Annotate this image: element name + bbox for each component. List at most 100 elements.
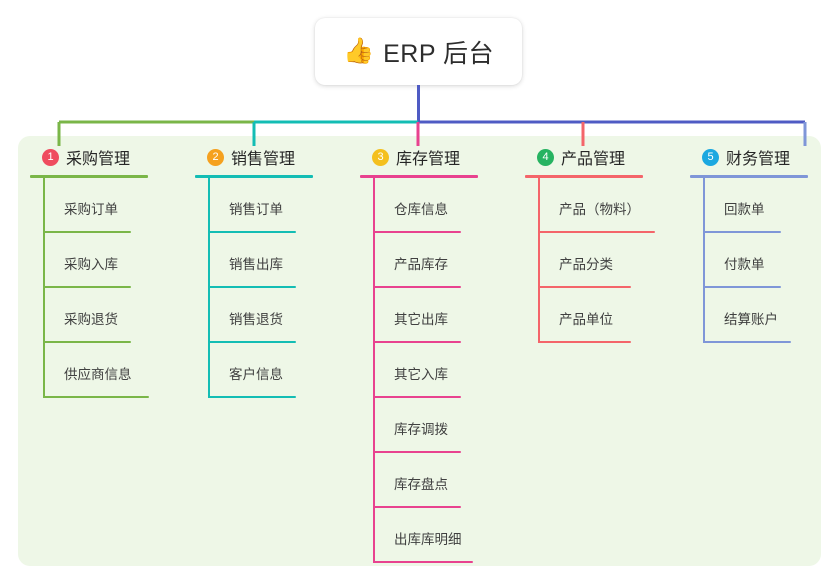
branch-child-label: 库存盘点 xyxy=(394,477,448,492)
branch-child-label: 客户信息 xyxy=(229,367,283,382)
branch-child-label: 产品分类 xyxy=(559,257,613,272)
branch-child-label: 付款单 xyxy=(724,257,765,272)
branch-child-label: 供应商信息 xyxy=(64,367,132,382)
branch-child-label: 销售退货 xyxy=(229,312,283,327)
branch-child-item[interactable]: 采购订单 xyxy=(30,178,148,233)
branch-child-item[interactable]: 出库库明细 xyxy=(360,508,478,563)
branch-underline xyxy=(360,175,478,178)
branch-child-label: 库存调拨 xyxy=(394,422,448,437)
branch-child-item[interactable]: 付款单 xyxy=(690,233,808,288)
branch-child-underline xyxy=(538,231,655,233)
branch-child-label: 其它出库 xyxy=(394,312,448,327)
branches-panel xyxy=(18,136,821,566)
branch-child-underline xyxy=(703,231,781,233)
branch-child-item[interactable]: 供应商信息 xyxy=(30,343,149,398)
branch-child-item[interactable]: 结算账户 xyxy=(690,288,808,343)
branch-child-underline xyxy=(373,506,461,508)
branch-child-underline xyxy=(373,451,461,453)
branch-child-label: 结算账户 xyxy=(724,312,778,327)
branch-number-badge: 4 xyxy=(537,148,554,166)
branch-header[interactable]: 4 产品管理 xyxy=(525,146,643,168)
branch-child-underline xyxy=(373,286,461,288)
branch-child-label: 产品单位 xyxy=(559,312,613,327)
thumbs-up-icon: 👍 xyxy=(342,37,375,65)
branch-child-underline xyxy=(703,286,781,288)
branch-child-label: 仓库信息 xyxy=(394,202,448,217)
branch-child-label: 产品库存 xyxy=(394,257,448,272)
branch-children: 仓库信息产品库存其它出库其它入库库存调拨库存盘点出库库明细 xyxy=(360,178,478,563)
branch-child-label: 其它入库 xyxy=(394,367,448,382)
branch-child-item[interactable]: 采购退货 xyxy=(30,288,148,343)
branch-column: 2 销售管理销售订单销售出库销售退货客户信息 xyxy=(195,146,313,398)
branch-child-underline xyxy=(538,286,631,288)
branch-column: 4 产品管理产品（物料） 产品分类产品单位 xyxy=(525,146,655,343)
branch-child-underline xyxy=(373,561,473,563)
branch-number-badge: 5 xyxy=(702,148,719,166)
branch-child-underline xyxy=(208,341,296,343)
branch-label: 销售管理 xyxy=(231,151,296,168)
branch-children: 采购订单采购入库采购退货供应商信息 xyxy=(30,178,149,398)
branch-child-item[interactable]: 回款单 xyxy=(690,178,808,233)
branch-child-underline xyxy=(373,341,461,343)
branch-number-badge: 3 xyxy=(372,148,389,166)
branch-child-underline xyxy=(538,341,631,343)
branch-child-item[interactable]: 产品（物料） xyxy=(525,178,655,233)
branch-child-label: 出库库明细 xyxy=(394,532,462,547)
branch-label: 财务管理 xyxy=(726,151,791,168)
branch-child-underline xyxy=(208,231,296,233)
branch-column: 1 采购管理采购订单采购入库采购退货供应商信息 xyxy=(30,146,149,398)
branch-number-badge: 2 xyxy=(207,148,224,166)
branch-child-item[interactable]: 采购入库 xyxy=(30,233,148,288)
branch-child-label: 回款单 xyxy=(724,202,765,217)
branch-children: 产品（物料） 产品分类产品单位 xyxy=(525,178,655,343)
branch-child-underline xyxy=(373,396,461,398)
branch-child-underline xyxy=(373,231,461,233)
branch-header[interactable]: 5 财务管理 xyxy=(690,146,808,168)
branch-spine xyxy=(703,178,705,343)
branch-child-label: 销售出库 xyxy=(229,257,283,272)
branch-child-item[interactable]: 销售出库 xyxy=(195,233,313,288)
branch-child-item[interactable]: 其它入库 xyxy=(360,343,478,398)
branch-header[interactable]: 3 库存管理 xyxy=(360,146,478,168)
branch-child-label: 采购退货 xyxy=(64,312,118,327)
branch-header[interactable]: 2 销售管理 xyxy=(195,146,313,168)
branch-column: 3 库存管理仓库信息产品库存其它出库其它入库库存调拨库存盘点出库库明细 xyxy=(360,146,478,563)
branch-spine xyxy=(373,178,375,563)
branch-child-item[interactable]: 库存盘点 xyxy=(360,453,478,508)
branch-label: 库存管理 xyxy=(396,151,461,168)
branch-child-label: 采购订单 xyxy=(64,202,118,217)
branch-label: 采购管理 xyxy=(66,151,131,168)
branch-child-underline xyxy=(208,396,296,398)
branch-child-item[interactable]: 库存调拨 xyxy=(360,398,478,453)
branch-child-underline xyxy=(43,341,131,343)
branch-spine xyxy=(208,178,210,398)
branch-label: 产品管理 xyxy=(561,151,626,168)
branch-column: 5 财务管理回款单付款单结算账户 xyxy=(690,146,808,343)
branch-header[interactable]: 1 采购管理 xyxy=(30,146,148,168)
branch-child-label: 产品（物料） xyxy=(559,202,640,217)
branch-number-badge: 1 xyxy=(42,148,59,166)
branch-child-underline xyxy=(208,286,296,288)
branch-children: 回款单付款单结算账户 xyxy=(690,178,808,343)
branch-child-underline xyxy=(703,341,791,343)
branch-underline xyxy=(30,175,148,178)
branch-child-item[interactable]: 产品单位 xyxy=(525,288,643,343)
branch-child-item[interactable]: 其它出库 xyxy=(360,288,478,343)
branch-child-underline xyxy=(43,286,131,288)
branch-child-item[interactable]: 客户信息 xyxy=(195,343,313,398)
branch-child-item[interactable]: 销售订单 xyxy=(195,178,313,233)
branch-child-underline xyxy=(43,396,149,398)
branch-underline xyxy=(525,175,643,178)
branch-underline xyxy=(690,175,808,178)
branch-child-item[interactable]: 仓库信息 xyxy=(360,178,478,233)
branch-spine xyxy=(538,178,540,343)
root-node[interactable]: 👍 ERP 后台 xyxy=(315,18,522,85)
branch-child-item[interactable]: 产品库存 xyxy=(360,233,478,288)
root-title: ERP 后台 xyxy=(383,39,495,68)
branch-child-item[interactable]: 销售退货 xyxy=(195,288,313,343)
branch-child-item[interactable]: 产品分类 xyxy=(525,233,643,288)
branch-spine xyxy=(43,178,45,398)
branch-children: 销售订单销售出库销售退货客户信息 xyxy=(195,178,313,398)
branch-child-underline xyxy=(43,231,131,233)
